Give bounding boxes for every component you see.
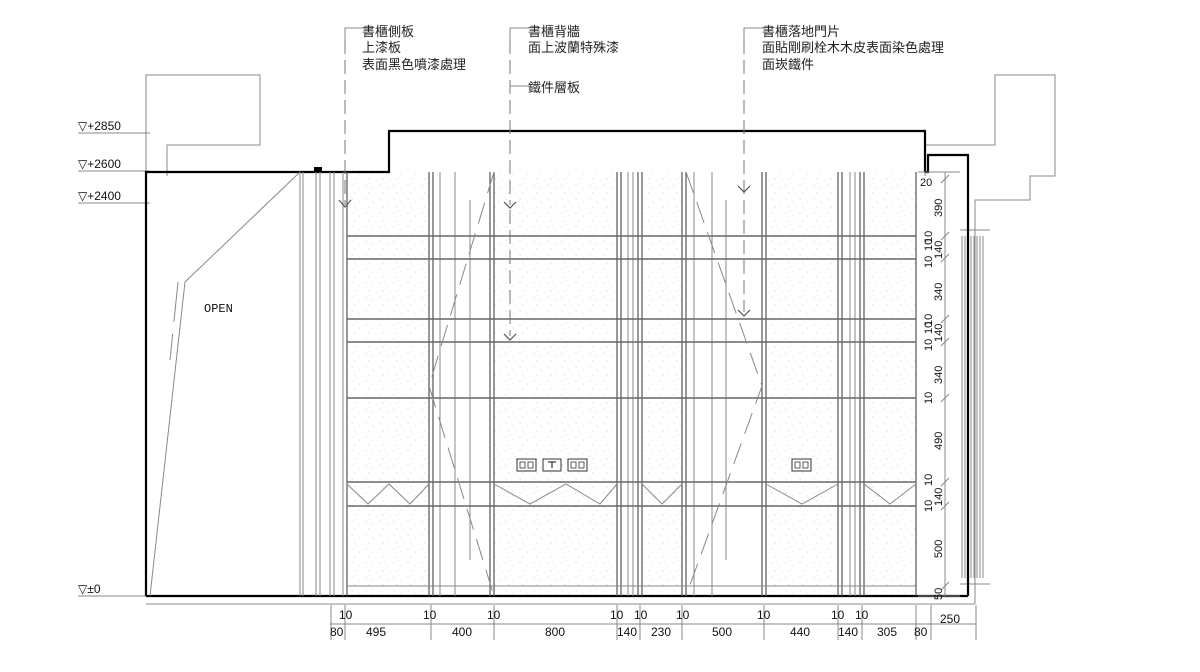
dim-h-upper-9: 10 [855, 608, 869, 622]
dim-h-400: 400 [452, 625, 472, 639]
dim-v-10f: 10 [923, 339, 935, 351]
horizontal-shelves [347, 235, 916, 587]
vertical-members [346, 172, 917, 596]
outlet-group-right [791, 458, 812, 472]
dim-h-230: 230 [651, 625, 671, 639]
dim-v-140c: 140 [933, 488, 945, 506]
note-door-line-1: 書櫃落地門片 [762, 25, 840, 40]
dim-v-10g: 10 [923, 392, 935, 404]
dim-h-140b: 140 [838, 625, 858, 639]
dim-h-440: 440 [790, 625, 810, 639]
outlet-group-center [516, 458, 588, 472]
note-back-line-1: 書櫃背牆 [528, 25, 580, 40]
dim-h-upper-3: 10 [487, 608, 501, 622]
dim-h-upper-6: 10 [676, 608, 690, 622]
background-outline [145, 74, 1056, 605]
note-side-panel: 書櫃側板 上漆板 表面黑色噴漆處理 [362, 25, 466, 73]
dim-h-upper-4: 10 [610, 608, 624, 622]
dim-v-140b: 140 [933, 324, 945, 342]
note-iron-shelf: 鐵件層板 [528, 80, 580, 96]
dim-h-upper-2: 10 [423, 608, 437, 622]
note-side-line-1: 書櫃側板 [362, 25, 414, 40]
note-shelf-line-1: 鐵件層板 [528, 80, 580, 96]
dim-v-10h: 10 [923, 474, 935, 486]
dim-v-490: 490 [933, 432, 945, 450]
dim-v-10a: 10 [923, 231, 935, 243]
dim-h-140a: 140 [617, 625, 637, 639]
dim-h-500: 500 [712, 625, 732, 639]
note-back-wall: 書櫃背牆 面上波蘭特殊漆 [528, 25, 619, 56]
dim-v-50: 50 [933, 588, 945, 600]
dim-v-140a: 140 [933, 241, 945, 259]
panel-texture [347, 172, 916, 596]
level-2400: ▽+2400 [78, 189, 121, 203]
dim-h-800: 800 [545, 625, 565, 639]
dim-v-500: 500 [933, 540, 945, 558]
dim-h-80-left: 80 [330, 625, 344, 639]
open-section: OPEN [149, 167, 344, 597]
dim-v-10e: 10 [923, 322, 935, 334]
level-2600: ▽+2600 [78, 157, 121, 171]
note-door-line-3: 面崁鐵件 [762, 57, 814, 73]
dim-h-495: 495 [366, 625, 386, 639]
note-leaders [338, 27, 765, 341]
note-back-line-2: 面上波蘭特殊漆 [528, 40, 619, 56]
note-door: 書櫃落地門片 面貼剛刷栓木木皮表面染色處理 面崁鐵件 [762, 25, 944, 73]
dim-v-340a: 340 [933, 283, 945, 301]
dim-h-250: 250 [940, 612, 960, 626]
dim-v-10b: 10 [923, 239, 935, 251]
note-side-line-2: 上漆板 [362, 40, 401, 56]
shelf-bracing [346, 483, 917, 505]
dim-v-10d: 10 [923, 314, 935, 326]
dim-h-305: 305 [877, 625, 897, 639]
dim-v-10i: 10 [923, 500, 935, 512]
dim-h-upper-5: 10 [634, 608, 648, 622]
dim-h-upper-7: 10 [757, 608, 771, 622]
level-2850: ▽+2850 [78, 119, 121, 133]
note-door-line-2: 面貼剛刷栓木木皮表面染色處理 [762, 40, 944, 56]
door-swing-lines [428, 171, 763, 597]
level-zero: ▽±0 [78, 582, 101, 596]
bottom-dimension-chain: 10 10 10 10 10 10 10 10 10 80 495 400 80… [330, 605, 977, 640]
dim-h-upper-8: 10 [831, 608, 845, 622]
dim-v-340b: 340 [933, 366, 945, 384]
level-markers: ▽+2850 ▽+2600 ▽+2400 ▽±0 [78, 119, 150, 597]
open-label: OPEN [204, 302, 233, 316]
dim-v-390: 390 [933, 199, 945, 217]
dim-v-20: 20 [920, 177, 932, 189]
right-dimension-chain: 20 390 10 140 10 10 340 10 140 10 10 340… [918, 171, 960, 600]
dim-h-upper-1: 10 [339, 608, 353, 622]
dim-h-80-right: 80 [914, 625, 928, 639]
dim-v-10c: 10 [923, 256, 935, 268]
note-side-line-3: 表面黑色噴漆處理 [362, 57, 466, 73]
